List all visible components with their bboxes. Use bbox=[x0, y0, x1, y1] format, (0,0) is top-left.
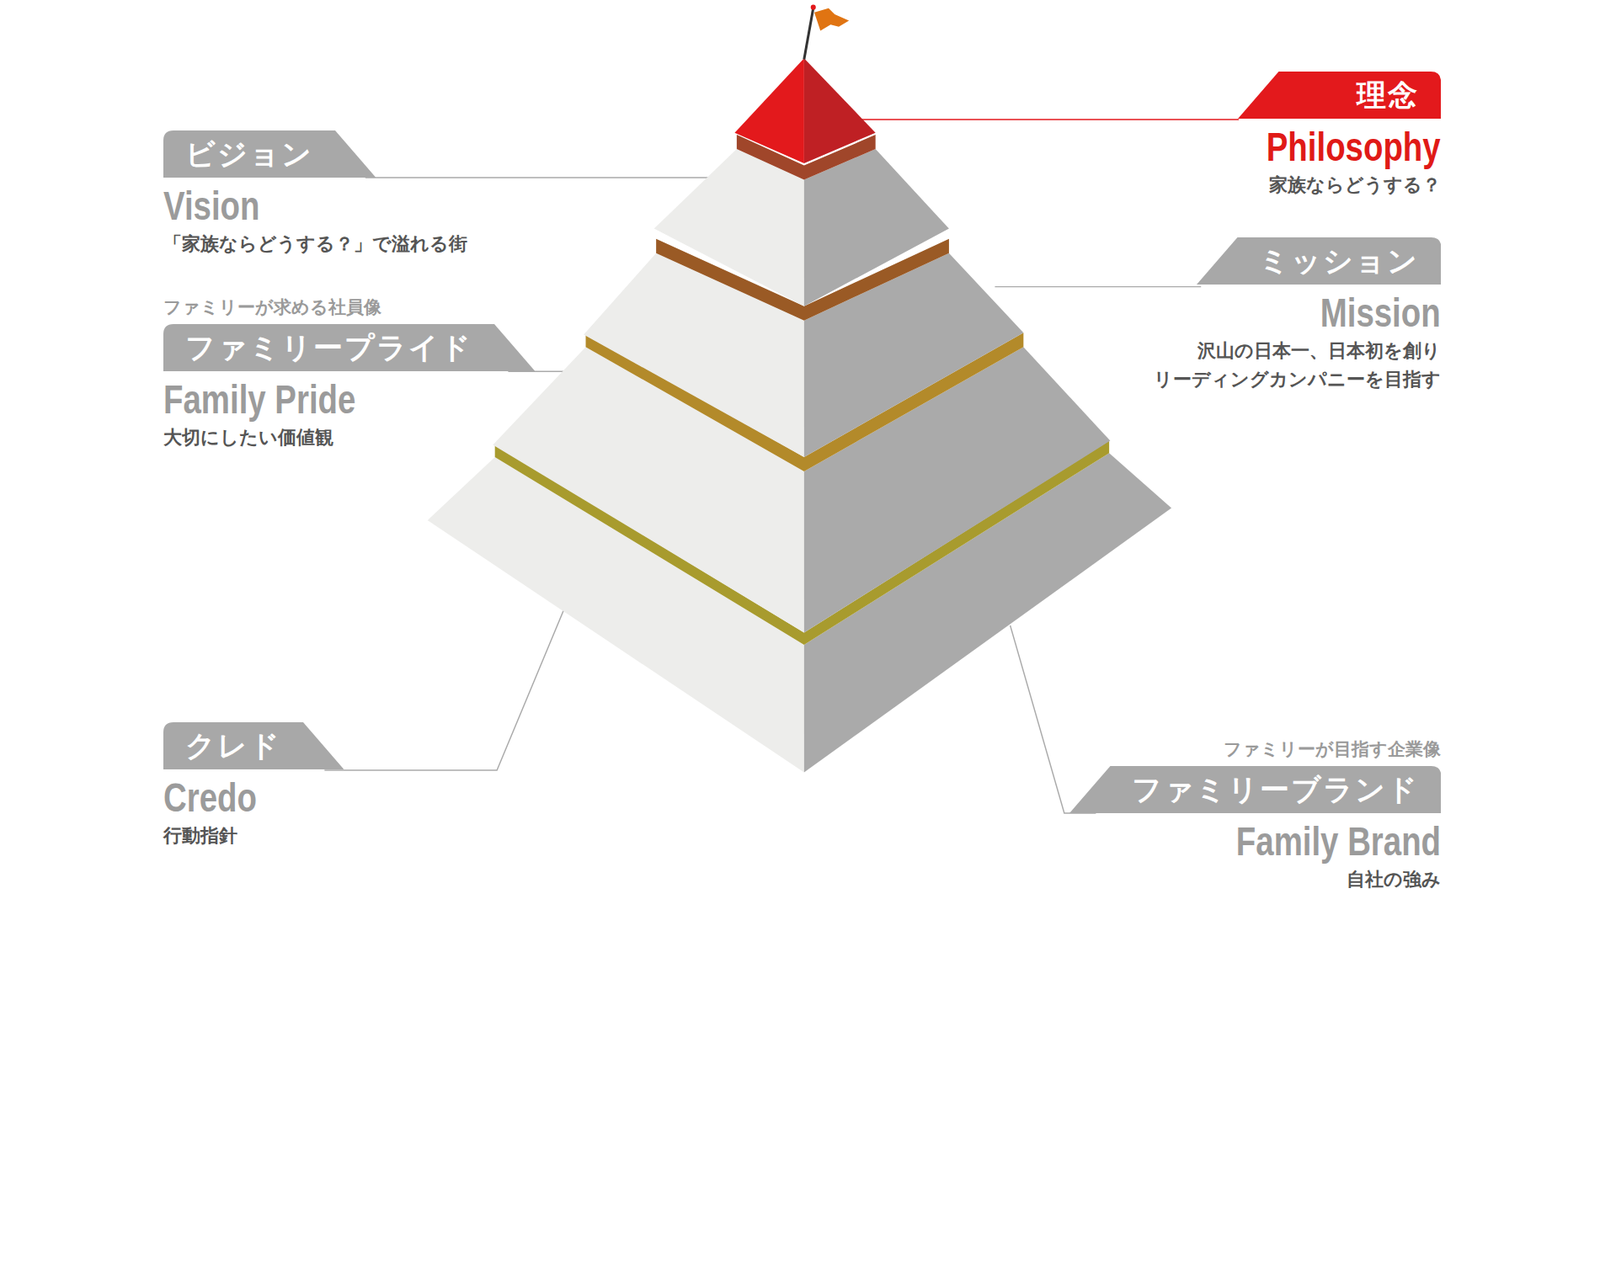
english-name: Philosophy bbox=[1266, 123, 1441, 171]
tab-outline bbox=[163, 324, 535, 372]
label-group: クレドCredo行動指針 bbox=[163, 722, 344, 851]
description: 行動指針 bbox=[163, 821, 238, 851]
subtitle: ファミリーが目指す企業像 bbox=[1223, 737, 1441, 762]
tab-heading: 理念 bbox=[1356, 71, 1419, 119]
heading-tab: ファミリープライド bbox=[163, 324, 535, 372]
tab-heading: ファミリープライド bbox=[185, 324, 473, 372]
english-name: Credo bbox=[163, 774, 257, 822]
flag-pole bbox=[804, 8, 814, 60]
tab-outline bbox=[1069, 766, 1441, 814]
label-group: ファミリーが求める社員像ファミリープライドFamily Pride大切にしたい価… bbox=[163, 295, 535, 453]
leader-line bbox=[365, 176, 726, 178]
english-name: Family Pride bbox=[163, 376, 356, 424]
tab-heading: ビジョン bbox=[185, 130, 314, 178]
pyramid-face bbox=[654, 149, 805, 307]
english-name: Mission bbox=[1320, 289, 1441, 337]
tab-outline bbox=[1237, 71, 1441, 119]
heading-tab: ミッション bbox=[1196, 237, 1441, 285]
english-name: Vision bbox=[163, 182, 261, 230]
leader-line bbox=[324, 574, 579, 771]
label-group: 理念Philosophy家族ならどうする？ bbox=[1222, 71, 1441, 200]
heading-tab: ビジョン bbox=[163, 130, 376, 178]
tab-heading: クレド bbox=[185, 722, 282, 770]
description: 家族ならどうする？ bbox=[1269, 170, 1441, 200]
leader-line bbox=[1010, 625, 1097, 814]
description: 沢山の日本一、日本初を創り リーディングカンパニーを目指す bbox=[1053, 336, 1441, 395]
leader-line bbox=[994, 286, 1201, 288]
tab-heading: ファミリーブランド bbox=[1131, 766, 1419, 814]
description: 大切にしたい価値観 bbox=[163, 423, 334, 453]
flag-tip bbox=[810, 5, 816, 11]
heading-tab: クレド bbox=[163, 722, 344, 770]
pyramid-face bbox=[804, 149, 950, 307]
tab-heading: ミッション bbox=[1258, 237, 1419, 285]
tab-outline bbox=[1196, 237, 1441, 285]
subtitle: ファミリーが求める社員像 bbox=[163, 295, 382, 320]
heading-tab: 理念 bbox=[1237, 71, 1441, 119]
tab-outline bbox=[163, 722, 344, 770]
tab-outline bbox=[163, 130, 376, 178]
flag bbox=[814, 8, 849, 32]
english-name: Family Brand bbox=[1236, 818, 1441, 866]
leader-line bbox=[816, 118, 1239, 120]
heading-tab: ファミリーブランド bbox=[1069, 766, 1441, 814]
label-group: ファミリーが目指す企業像ファミリーブランドFamily Brand自社の強み bbox=[1069, 737, 1441, 895]
label-group: ビジョンVision「家族ならどうする？」で溢れる街 bbox=[163, 130, 468, 259]
pyramid-cap bbox=[804, 58, 876, 164]
description: 自社の強み bbox=[1346, 865, 1441, 895]
label-group: ミッションMission沢山の日本一、日本初を創り リーディングカンパニーを目指… bbox=[1053, 237, 1441, 395]
description: 「家族ならどうする？」で溢れる街 bbox=[163, 229, 468, 259]
pyramid-cap bbox=[734, 58, 804, 164]
